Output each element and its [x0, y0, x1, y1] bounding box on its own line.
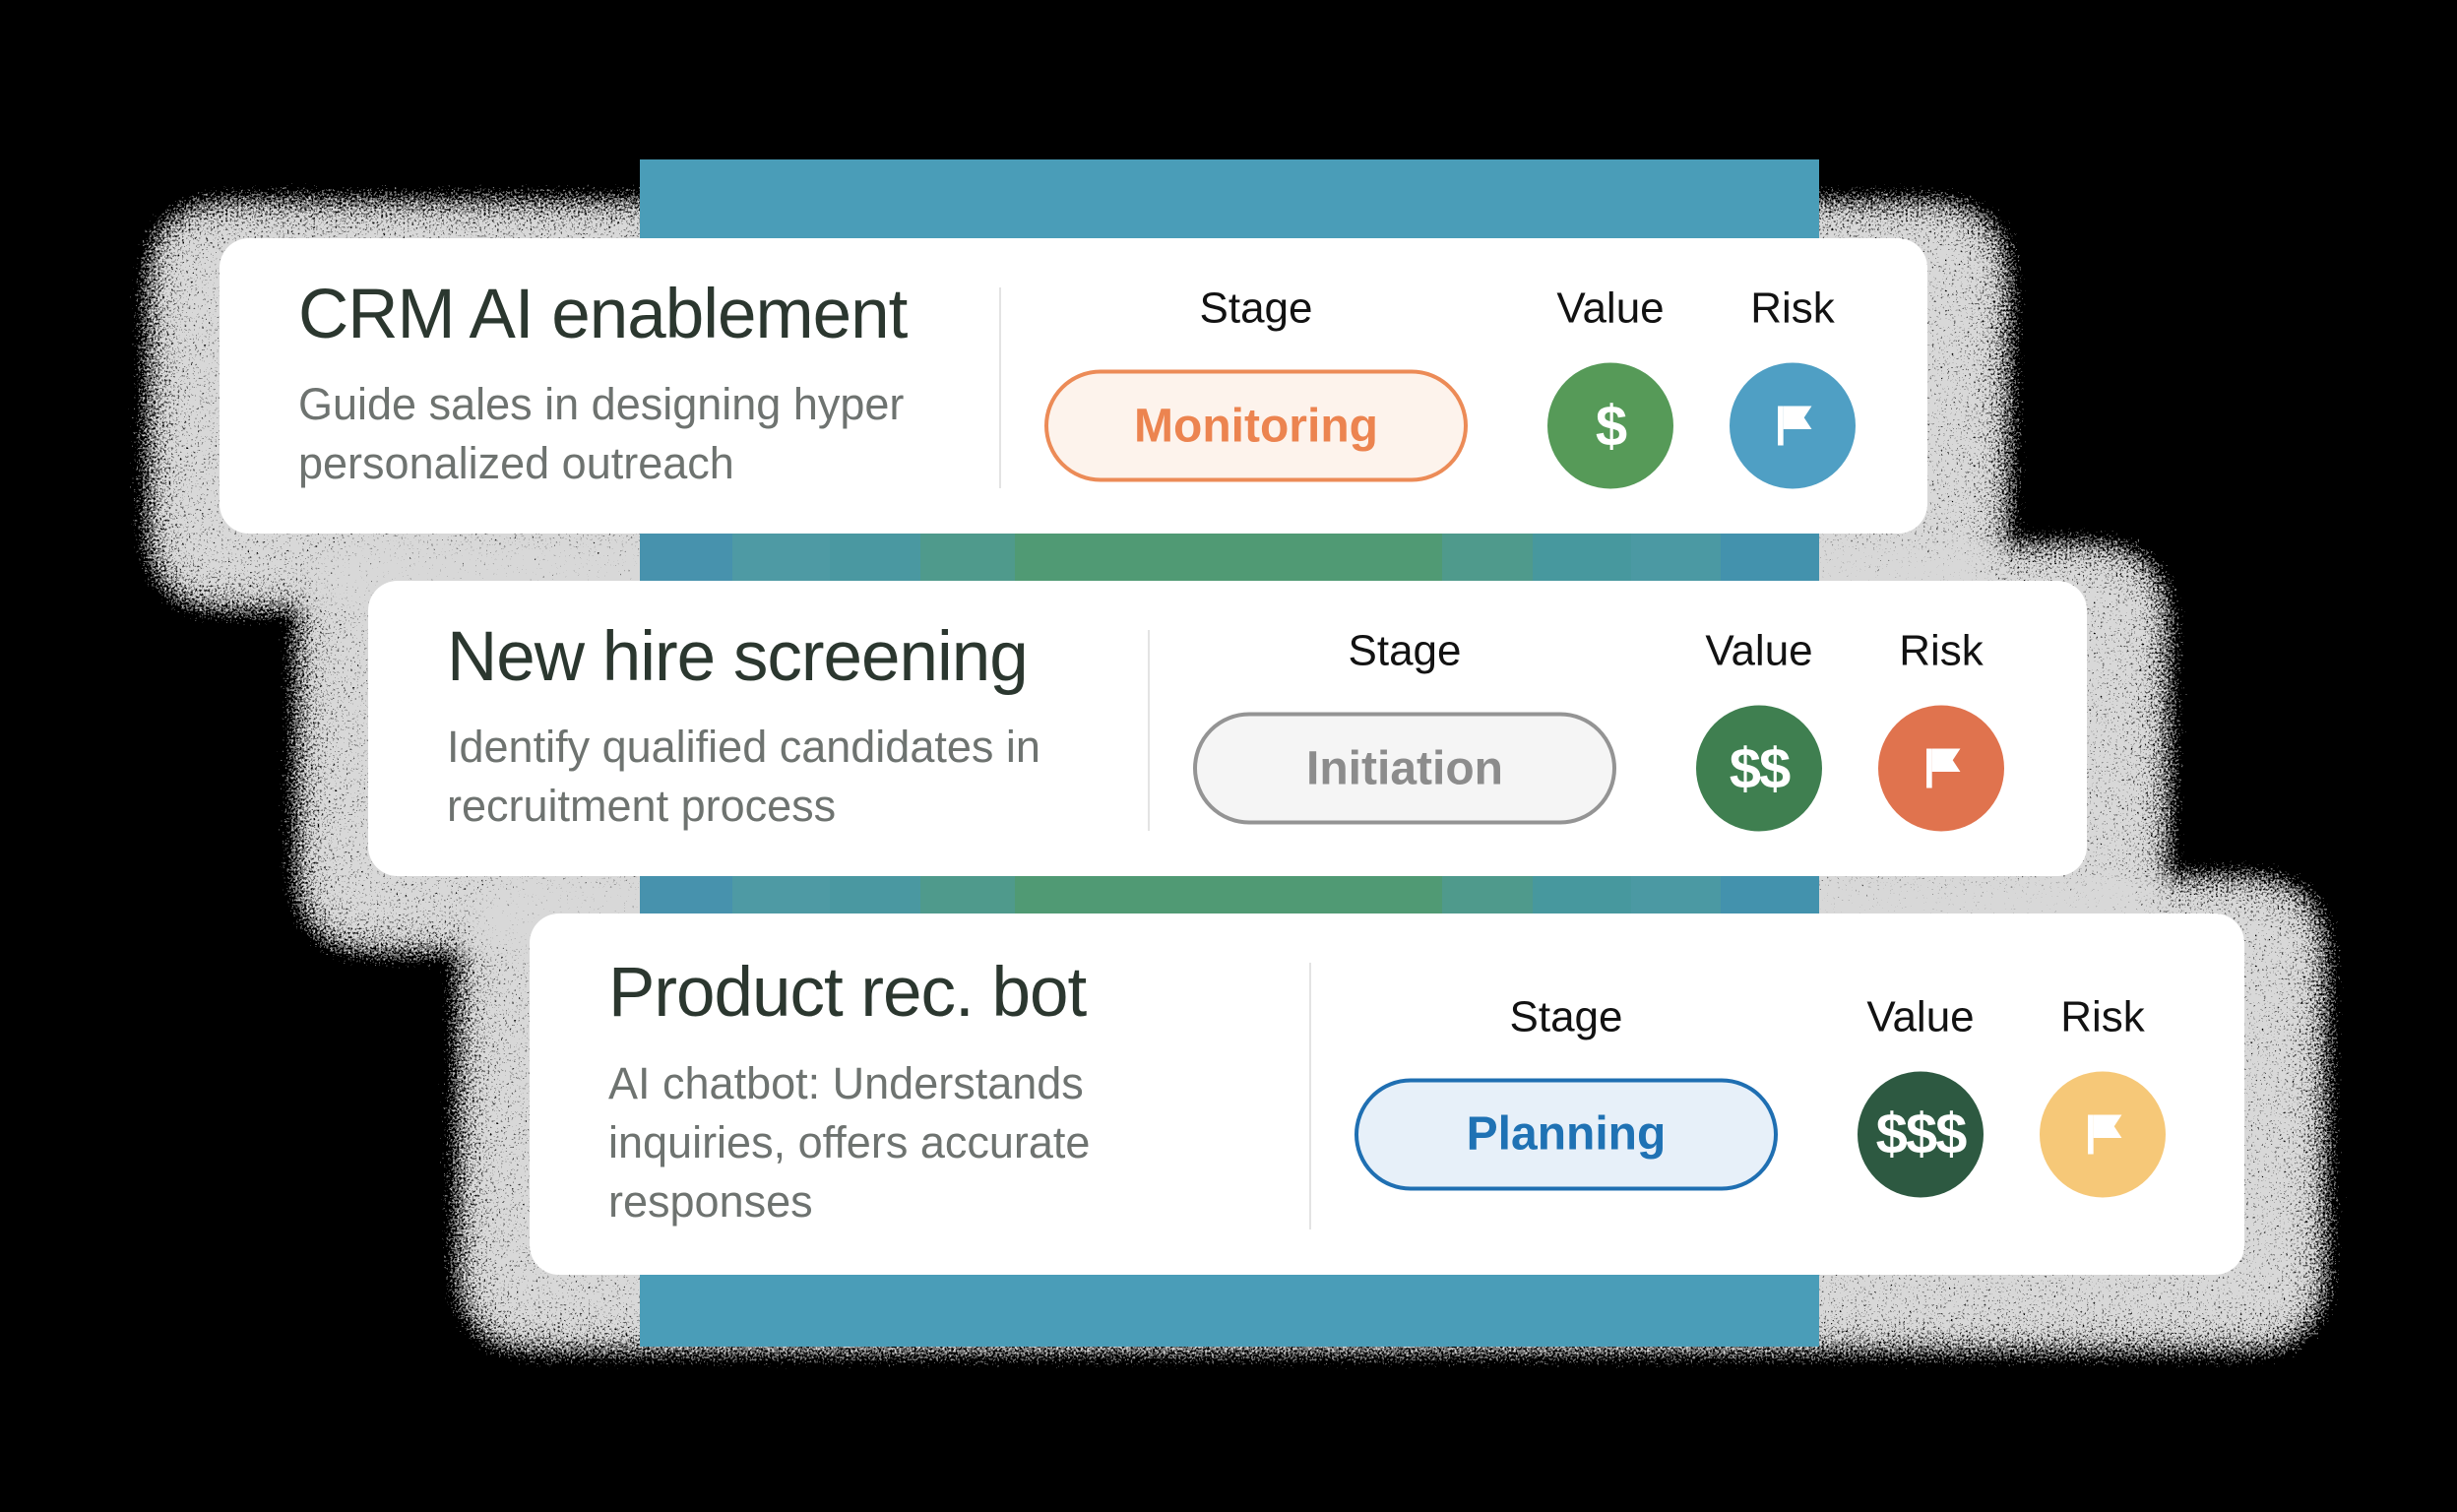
card-title: Product rec. bot — [608, 954, 1087, 1033]
risk-badge — [1730, 362, 1856, 489]
value-badge: $$ — [1696, 705, 1822, 832]
stage-column: Stage Planning — [1335, 991, 1797, 1190]
risk-header: Risk — [1899, 626, 1984, 675]
stage-pill[interactable]: Initiation — [1193, 712, 1616, 825]
risk-column: Risk — [1704, 284, 1881, 489]
vertical-divider — [999, 287, 1001, 488]
card-text-block: Product rec. bot AI chatbot: Understands… — [530, 914, 1297, 1275]
vertical-divider — [1309, 963, 1311, 1229]
stage-header: Stage — [1199, 284, 1313, 333]
card-metrics: Stage Monitoring Value $ Risk — [1025, 284, 1881, 489]
card-description: AI chatbot: Understands inquiries, offer… — [608, 1057, 1091, 1227]
card-metrics: Stage Initiation Value $$ Risk — [1173, 626, 2030, 832]
project-card-new-hire-screening[interactable]: New hire screening Identify qualified ca… — [368, 581, 2087, 876]
value-header: Value — [1866, 992, 1975, 1040]
card-title: CRM AI enablement — [298, 275, 908, 353]
risk-column: Risk — [2014, 991, 2191, 1197]
stage-column: Stage Monitoring — [1025, 284, 1487, 482]
flag-icon — [2088, 1114, 2122, 1154]
card-description: Identify qualified candidates in recruit… — [447, 722, 1040, 832]
risk-header: Risk — [1750, 284, 1835, 333]
stage-header: Stage — [1348, 626, 1462, 675]
value-header: Value — [1705, 626, 1813, 675]
project-card-crm-ai-enablement[interactable]: CRM AI enablement Guide sales in designi… — [220, 238, 1927, 534]
card-description: Guide sales in designing hyper personali… — [298, 379, 905, 489]
risk-header: Risk — [2060, 992, 2145, 1040]
value-column: Value $$$ — [1827, 991, 2014, 1197]
risk-column: Risk — [1853, 626, 2030, 832]
value-badge: $$$ — [1858, 1071, 1984, 1197]
stage-column: Stage Initiation — [1173, 626, 1636, 825]
vertical-divider — [1148, 630, 1150, 831]
risk-badge — [2040, 1071, 2166, 1197]
value-header: Value — [1556, 284, 1665, 333]
card-title: New hire screening — [447, 617, 1029, 696]
flag-icon — [1778, 406, 1812, 446]
card-text-block: New hire screening Identify qualified ca… — [368, 581, 1136, 876]
project-card-product-rec-bot[interactable]: Product rec. bot AI chatbot: Understands… — [530, 914, 2244, 1275]
flag-icon — [1926, 748, 1961, 788]
stage-pill[interactable]: Monitoring — [1044, 369, 1468, 482]
card-metrics: Stage Planning Value $$$ Risk — [1335, 991, 2191, 1197]
value-column: Value $$ — [1666, 626, 1853, 832]
risk-badge — [1878, 705, 2004, 832]
value-column: Value $ — [1517, 284, 1704, 489]
card-text-block: CRM AI enablement Guide sales in designi… — [220, 238, 987, 534]
value-badge: $ — [1547, 362, 1673, 489]
stage-header: Stage — [1509, 992, 1623, 1040]
stage-pill[interactable]: Planning — [1354, 1078, 1778, 1190]
